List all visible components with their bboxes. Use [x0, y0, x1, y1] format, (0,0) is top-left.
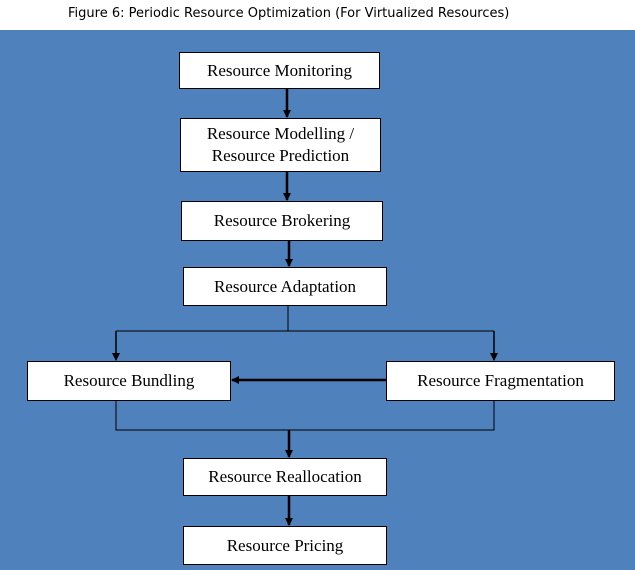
node-resource-reallocation: Resource Reallocation [183, 458, 387, 496]
node-resource-monitoring: Resource Monitoring [179, 52, 380, 89]
node-resource-pricing: Resource Pricing [183, 526, 387, 565]
node-resource-fragmentation: Resource Fragmentation [386, 361, 615, 401]
figure-caption: Figure 6: Periodic Resource Optimization… [0, 0, 635, 30]
edge-adaptation-split [116, 306, 289, 332]
edge-merge [115, 401, 495, 431]
node-resource-bundling: Resource Bundling [27, 361, 231, 401]
caption-text: Figure 6: Periodic Resource Optimization… [68, 6, 510, 21]
node-resource-adaptation: Resource Adaptation [183, 267, 387, 306]
node-resource-brokering: Resource Brokering [181, 201, 383, 241]
node-resource-modelling: Resource Modelling / Resource Prediction [180, 118, 381, 172]
